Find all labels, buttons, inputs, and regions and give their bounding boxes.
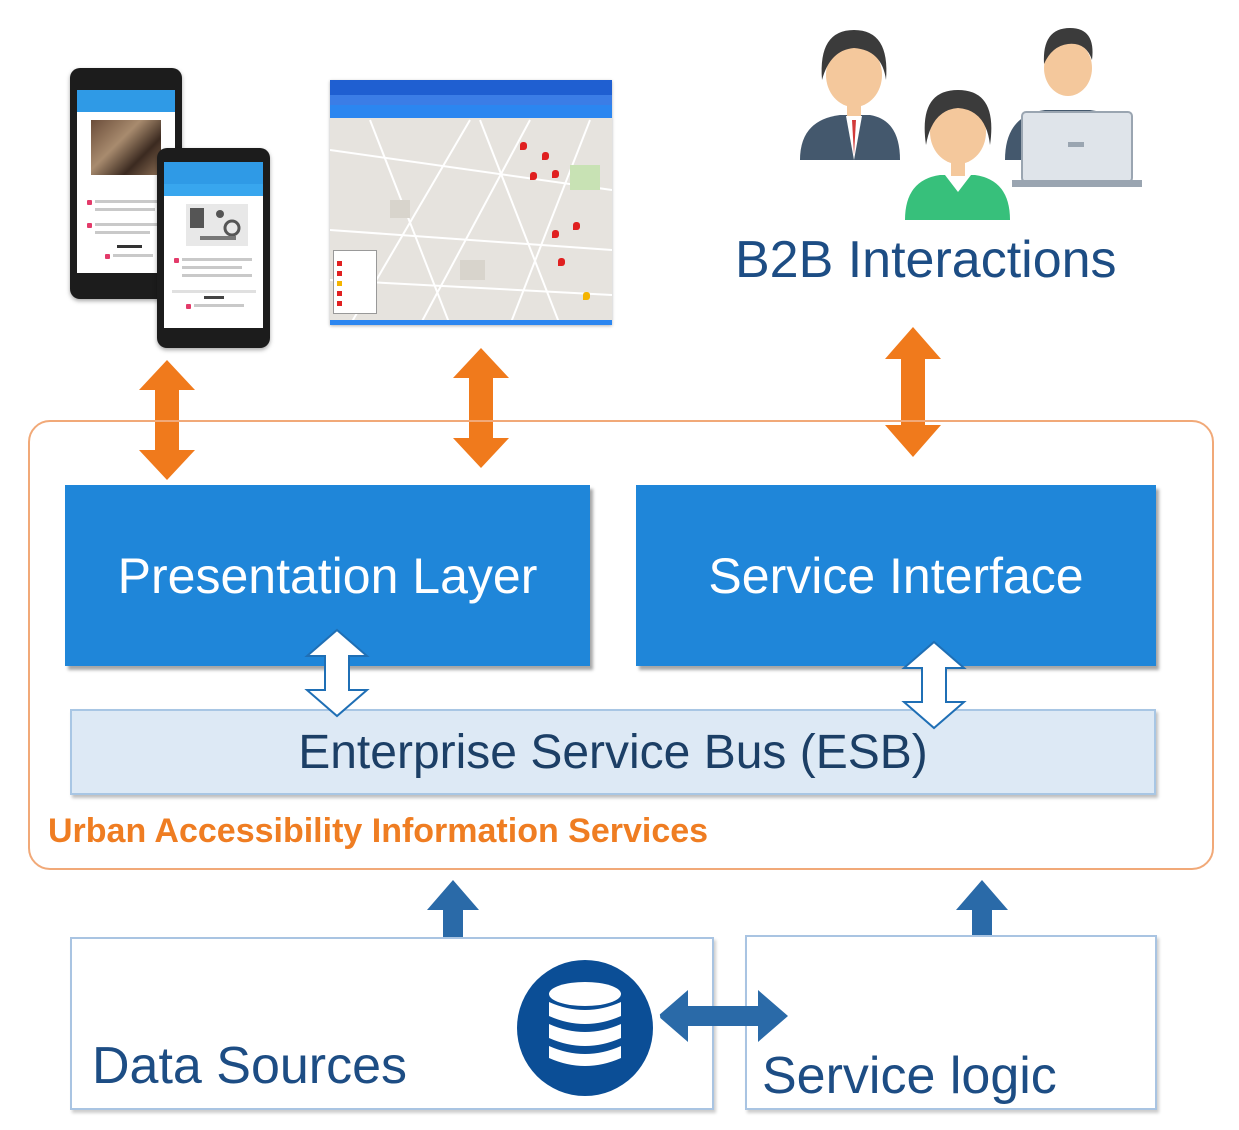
business-people-icon — [800, 28, 1142, 220]
data-sources-label: Data Sources — [92, 1037, 408, 1095]
esb-box: Enterprise Service Bus (ESB) — [70, 709, 1156, 795]
frame-title: Urban Accessibility Information Services — [48, 812, 709, 850]
presentation-layer-box: Presentation Layer — [65, 485, 590, 666]
orange-double-arrow-icon — [885, 327, 941, 457]
orange-double-arrow-icon — [453, 348, 509, 468]
esb-label: Enterprise Service Bus (ESB) — [298, 725, 928, 779]
blue-horizontal-double-arrow-icon — [658, 990, 788, 1042]
accessibility-icon — [190, 208, 241, 240]
service-logic-label: Service logic — [762, 1047, 1057, 1105]
smartphone-front-icon — [157, 148, 270, 348]
presentation-layer-label: Presentation Layer — [117, 547, 538, 604]
person-left-icon — [800, 30, 900, 160]
service-logic-box — [745, 935, 1157, 1110]
white-double-arrow-icon — [901, 640, 967, 730]
database-icon — [509, 952, 661, 1104]
map-screenshot-icon — [330, 80, 612, 325]
service-interface-label: Service Interface — [708, 547, 1084, 604]
white-double-arrow-icon — [304, 628, 370, 718]
person-center-icon — [905, 90, 1010, 220]
service-interface-box: Service Interface — [636, 485, 1156, 666]
urban-accessibility-frame — [28, 420, 1214, 870]
person-right-icon — [1005, 28, 1142, 187]
b2b-interactions-label: B2B Interactions — [735, 231, 1117, 289]
